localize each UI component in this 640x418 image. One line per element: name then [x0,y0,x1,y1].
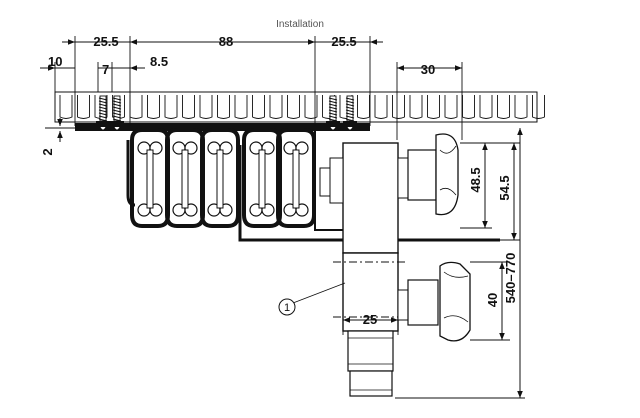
rail-profiles [126,128,316,228]
rail-profile [130,128,170,228]
dim-540-770: 540–770 [503,253,518,304]
screw-icon [110,95,124,131]
callout-number: 1 [284,302,290,314]
rail-profile [165,128,205,228]
dim-54-5: 54.5 [497,175,512,200]
ceiling-rib [217,95,230,119]
ceiling-rib [164,95,178,119]
ceiling-rib [234,95,248,119]
callout-circle [278,298,296,316]
ceiling-rib [357,95,370,119]
ceiling-rib [497,95,510,119]
ceiling-rib [199,95,213,119]
ceiling-rib [462,95,475,119]
ceiling-panel [54,91,545,123]
rail-outer-edge [126,140,136,207]
extension-lines [45,36,525,399]
rail-housing-inner [314,127,345,231]
mounting-plate [75,123,370,131]
dimension-lines [40,39,523,398]
ceiling-rib [514,95,528,119]
ceiling-rib [374,95,388,119]
screw-icon [343,95,357,131]
ceiling-rib [444,95,458,119]
ceiling-rib [59,95,73,119]
screw-group-right [326,95,357,131]
upper-knob [397,133,459,216]
dim-2: 2 [40,148,55,155]
screw-icon [96,95,110,131]
dim-48-5: 48.5 [468,167,483,192]
ceiling-rib [182,95,195,119]
dim-30: 30 [421,62,435,77]
ceiling-rib [532,95,545,119]
dim-25: 25 [363,312,377,327]
callout-leader [292,282,346,304]
ceiling-rib [252,95,265,119]
ceiling-rib [304,95,318,119]
ceiling-rib [269,95,283,119]
rail-profile [200,128,240,228]
ceiling-rib [392,95,405,119]
rail-profile [276,128,316,228]
rail-housing [238,145,500,242]
ceiling-rib [479,95,493,119]
diagram-title: Installation [276,19,324,30]
ceiling-rib [409,95,423,119]
screw-group-left [96,95,124,131]
dim-25-5-left: 25.5 [93,34,118,49]
vertical-post [319,142,405,397]
dim-10: 10 [48,54,62,69]
dim-8-5: 8.5 [150,54,168,69]
dim-40: 40 [485,293,500,307]
dim-88: 88 [219,34,233,49]
screw-icon [326,95,340,131]
rail-profile [242,128,282,228]
ceiling-rib [77,95,90,119]
ceiling-rib [427,95,440,119]
ceiling-rib [287,95,300,119]
dim-25-5-right: 25.5 [331,34,356,49]
lower-knob [397,261,471,342]
dim-7: 7 [102,62,109,77]
ceiling-rib [147,95,160,119]
